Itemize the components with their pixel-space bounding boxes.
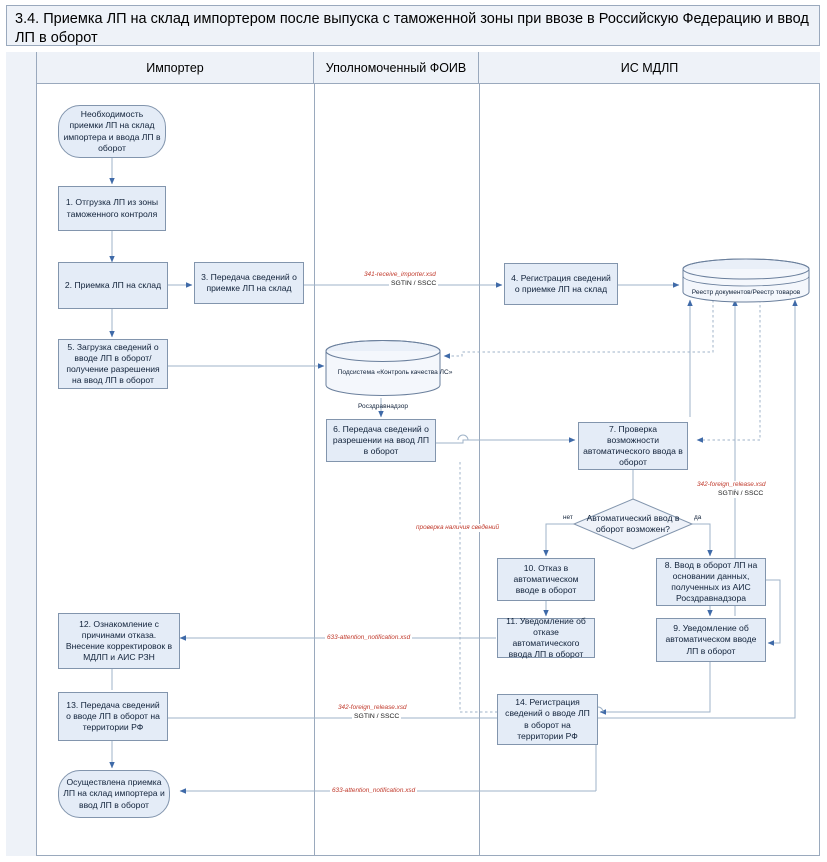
edge-label-633-mid-xsd: 633-attention_notification.xsd — [325, 634, 413, 642]
edge-label-342-top-codes: SGTIN / SSCC — [716, 490, 766, 498]
node-1-shipment[interactable]: 1. Отгрузка ЛП из зоны таможенного контр… — [58, 186, 166, 231]
node-8-label: 8. Ввод в оборот ЛП на основании данных,… — [664, 559, 758, 604]
node-12-label: 12. Ознакомление с причинами отказа. Вне… — [65, 618, 173, 663]
datastore-quality-sublabel: Росздравнадзор — [357, 403, 409, 410]
node-13-label: 13. Передача сведений о вводе ЛП в оборо… — [66, 699, 160, 733]
node-7-check-possibility[interactable]: 7. Проверка возможности автоматического … — [578, 422, 688, 470]
node-6-permission-transfer[interactable]: 6. Передача сведений о разрешении на вво… — [326, 419, 436, 462]
node-11-refusal-notification[interactable]: 11. Уведомление об отказе автоматическог… — [497, 615, 595, 660]
datastore-registry[interactable]: Реестр документов/Реестр товаров — [681, 258, 811, 306]
node-4-label: 4. Регистрация сведений о приемке ЛП на … — [511, 272, 611, 294]
edge-label-341-xsd: 341-receive_importer.xsd — [362, 271, 438, 279]
node-14-label: 14. Регистрация сведений о вводе ЛП в об… — [505, 697, 590, 741]
node-1-label: 1. Отгрузка ЛП из зоны таможенного контр… — [65, 197, 159, 219]
lane-label-mdlp: ИС МДЛП — [620, 60, 679, 75]
node-3-send-info[interactable]: 3. Передача сведений о приемке ЛП на скл… — [194, 262, 304, 304]
node-start-label: Необходимость приемки ЛП на склад импорт… — [63, 109, 161, 153]
lane-divider-2 — [479, 84, 480, 856]
node-12-refusal-review[interactable]: 12. Ознакомление с причинами отказа. Вне… — [58, 613, 180, 669]
edge-label-341-codes: SGTIN / SSCC — [389, 280, 439, 288]
node-9-auto-entry-notification[interactable]: 9. Уведомление об автоматическом вводе Л… — [656, 618, 766, 662]
lane-label-foiv: Уполномоченный ФОИВ — [325, 60, 467, 75]
node-13-transfer[interactable]: 13. Передача сведений о вводе ЛП в оборо… — [58, 692, 168, 741]
node-decision-label: Автоматический ввод в оборот возможен? — [586, 512, 680, 534]
datastore-registry-label: Реестр документов/Реестр товаров — [691, 289, 801, 296]
node-5-upload[interactable]: 5. Загрузка сведений о вводе ЛП в оборот… — [58, 339, 168, 389]
node-decision-auto-entry[interactable]: Автоматический ввод в оборот возможен? — [573, 498, 693, 550]
lane-header-foiv: Уполномоченный ФОИВ — [314, 52, 479, 84]
node-11-label: 11. Уведомление об отказе автоматическог… — [506, 615, 586, 660]
branch-label-no: нет — [563, 514, 573, 521]
lane-header-importer: Импортер — [37, 52, 314, 84]
lane-label-importer: Импортер — [146, 60, 204, 75]
node-10-auto-refusal[interactable]: 10. Отказ в автоматическом вводе в оборо… — [497, 558, 595, 601]
edge-label-342-bottom-codes: SGTIN / SSCC — [352, 713, 402, 721]
edge-label-342-bottom-xsd: 342-foreign_release.xsd — [336, 704, 409, 712]
lane-divider-1 — [314, 84, 315, 856]
node-2-label: 2. Приемка ЛП на склад — [64, 279, 162, 290]
node-8-entry-into-circulation[interactable]: 8. Ввод в оборот ЛП на основании данных,… — [656, 558, 766, 606]
node-2-acceptance[interactable]: 2. Приемка ЛП на склад — [58, 262, 168, 309]
node-end[interactable]: Осуществлена приемка ЛП на склад импорте… — [58, 770, 170, 818]
node-3-label: 3. Передача сведений о приемке ЛП на скл… — [201, 271, 297, 293]
node-5-label: 5. Загрузка сведений о вводе ЛП в оборот… — [66, 341, 160, 386]
datastore-quality-control[interactable]: Подсистема «Контроль качества ЛС» — [324, 339, 452, 399]
edge-label-342-top-xsd: 342-foreign_release.xsd — [695, 481, 768, 489]
node-end-label: Осуществлена приемка ЛП на склад импорте… — [63, 777, 165, 810]
edge-label-633-bottom-xsd: 633-attention_notification.xsd — [330, 787, 418, 795]
node-start[interactable]: Необходимость приемки ЛП на склад импорт… — [58, 105, 166, 158]
branch-label-yes: да — [694, 514, 702, 521]
lane-header-mdlp: ИС МДЛП — [479, 52, 820, 84]
page-title: 3.4. Приемка ЛП на склад импортером посл… — [6, 5, 820, 46]
node-9-label: 9. Уведомление об автоматическом вводе Л… — [665, 623, 757, 656]
node-4-registration[interactable]: 4. Регистрация сведений о приемке ЛП на … — [504, 263, 618, 305]
datastore-quality-label: Подсистема «Контроль качества ЛС» — [337, 369, 453, 376]
node-6-label: 6. Передача сведений о разрешении на вво… — [332, 423, 430, 457]
node-7-label: 7. Проверка возможности автоматического … — [583, 423, 683, 468]
node-10-label: 10. Отказ в автоматическом вводе в оборо… — [513, 562, 579, 596]
edge-label-check-data: проверка наличия сведений — [414, 524, 502, 532]
node-14-registration[interactable]: 14. Регистрация сведений о вводе ЛП в об… — [497, 694, 598, 745]
swimlane-gutter — [6, 52, 37, 856]
